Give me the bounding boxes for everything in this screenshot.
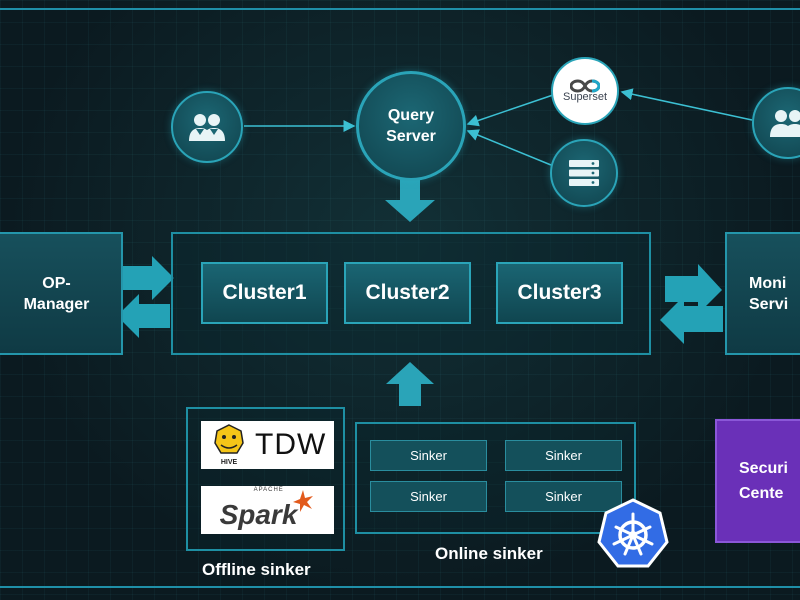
hive-label: HIVE — [221, 459, 238, 466]
sinker-node: Sinker — [370, 481, 487, 512]
apache-label: APACHE — [253, 487, 284, 493]
security-center-line1: Securi — [739, 460, 788, 477]
query-server-label: Query Server — [386, 105, 436, 147]
spark-icon — [293, 490, 314, 512]
users-icon — [770, 110, 800, 137]
server-to-query-arrow — [466, 129, 552, 166]
sinker-node: Sinker — [505, 440, 622, 471]
online-sinker-caption: Online sinker — [435, 544, 543, 563]
superset-node: Superset — [551, 57, 619, 125]
tdw-logo: HIVE TDW — [201, 421, 334, 469]
online-sinker-box — [355, 422, 636, 534]
superset-icon — [570, 79, 600, 93]
query-server-node: Query Server — [356, 71, 466, 181]
users-icon — [189, 114, 225, 141]
op-manager-line1: OP- — [42, 274, 71, 292]
kubernetes-icon — [597, 498, 669, 568]
tdw-label: TDW — [255, 428, 327, 461]
top-border — [0, 8, 800, 10]
cluster-node: Cluster3 — [496, 262, 623, 324]
hive-icon: HIVE — [214, 424, 244, 466]
security-center-line2: Cente — [739, 485, 784, 502]
users-circle-right — [752, 87, 800, 159]
server-icon — [569, 160, 599, 186]
spark-label: Spark — [219, 499, 298, 530]
spark-logo: APACHE Spark — [201, 486, 334, 534]
cluster-node: Cluster1 — [201, 262, 328, 324]
superset-to-query-arrow — [466, 94, 554, 127]
superset-label: Superset — [562, 91, 608, 103]
server-node — [550, 139, 618, 207]
monitor-service-line2: Servi — [749, 295, 789, 313]
security-center-box: Securi Cente — [715, 419, 800, 543]
cluster-node: Cluster2 — [344, 262, 471, 324]
op-left-arrow — [117, 294, 170, 338]
bottom-border — [0, 586, 800, 588]
monitor-left-arrow — [660, 296, 723, 344]
sinker-up-arrow — [386, 362, 434, 406]
offline-sinker-caption: Offline sinker — [202, 560, 311, 579]
op-right-arrow — [123, 256, 174, 300]
sinker-node: Sinker — [370, 440, 487, 471]
monitor-service-box: Moni Servi — [725, 232, 800, 355]
op-manager-box: OP- Manager — [0, 232, 123, 355]
sinker-node: Sinker — [505, 481, 622, 512]
op-manager-line2: Manager — [23, 295, 90, 313]
query-server-line1: Query — [387, 107, 435, 124]
query-server-line2: Server — [386, 128, 436, 145]
query-down-arrow — [385, 178, 435, 222]
monitor-service-line1: Moni — [749, 274, 787, 292]
users-circle-left — [171, 91, 243, 163]
users-right-to-superset-arrow — [620, 88, 753, 121]
